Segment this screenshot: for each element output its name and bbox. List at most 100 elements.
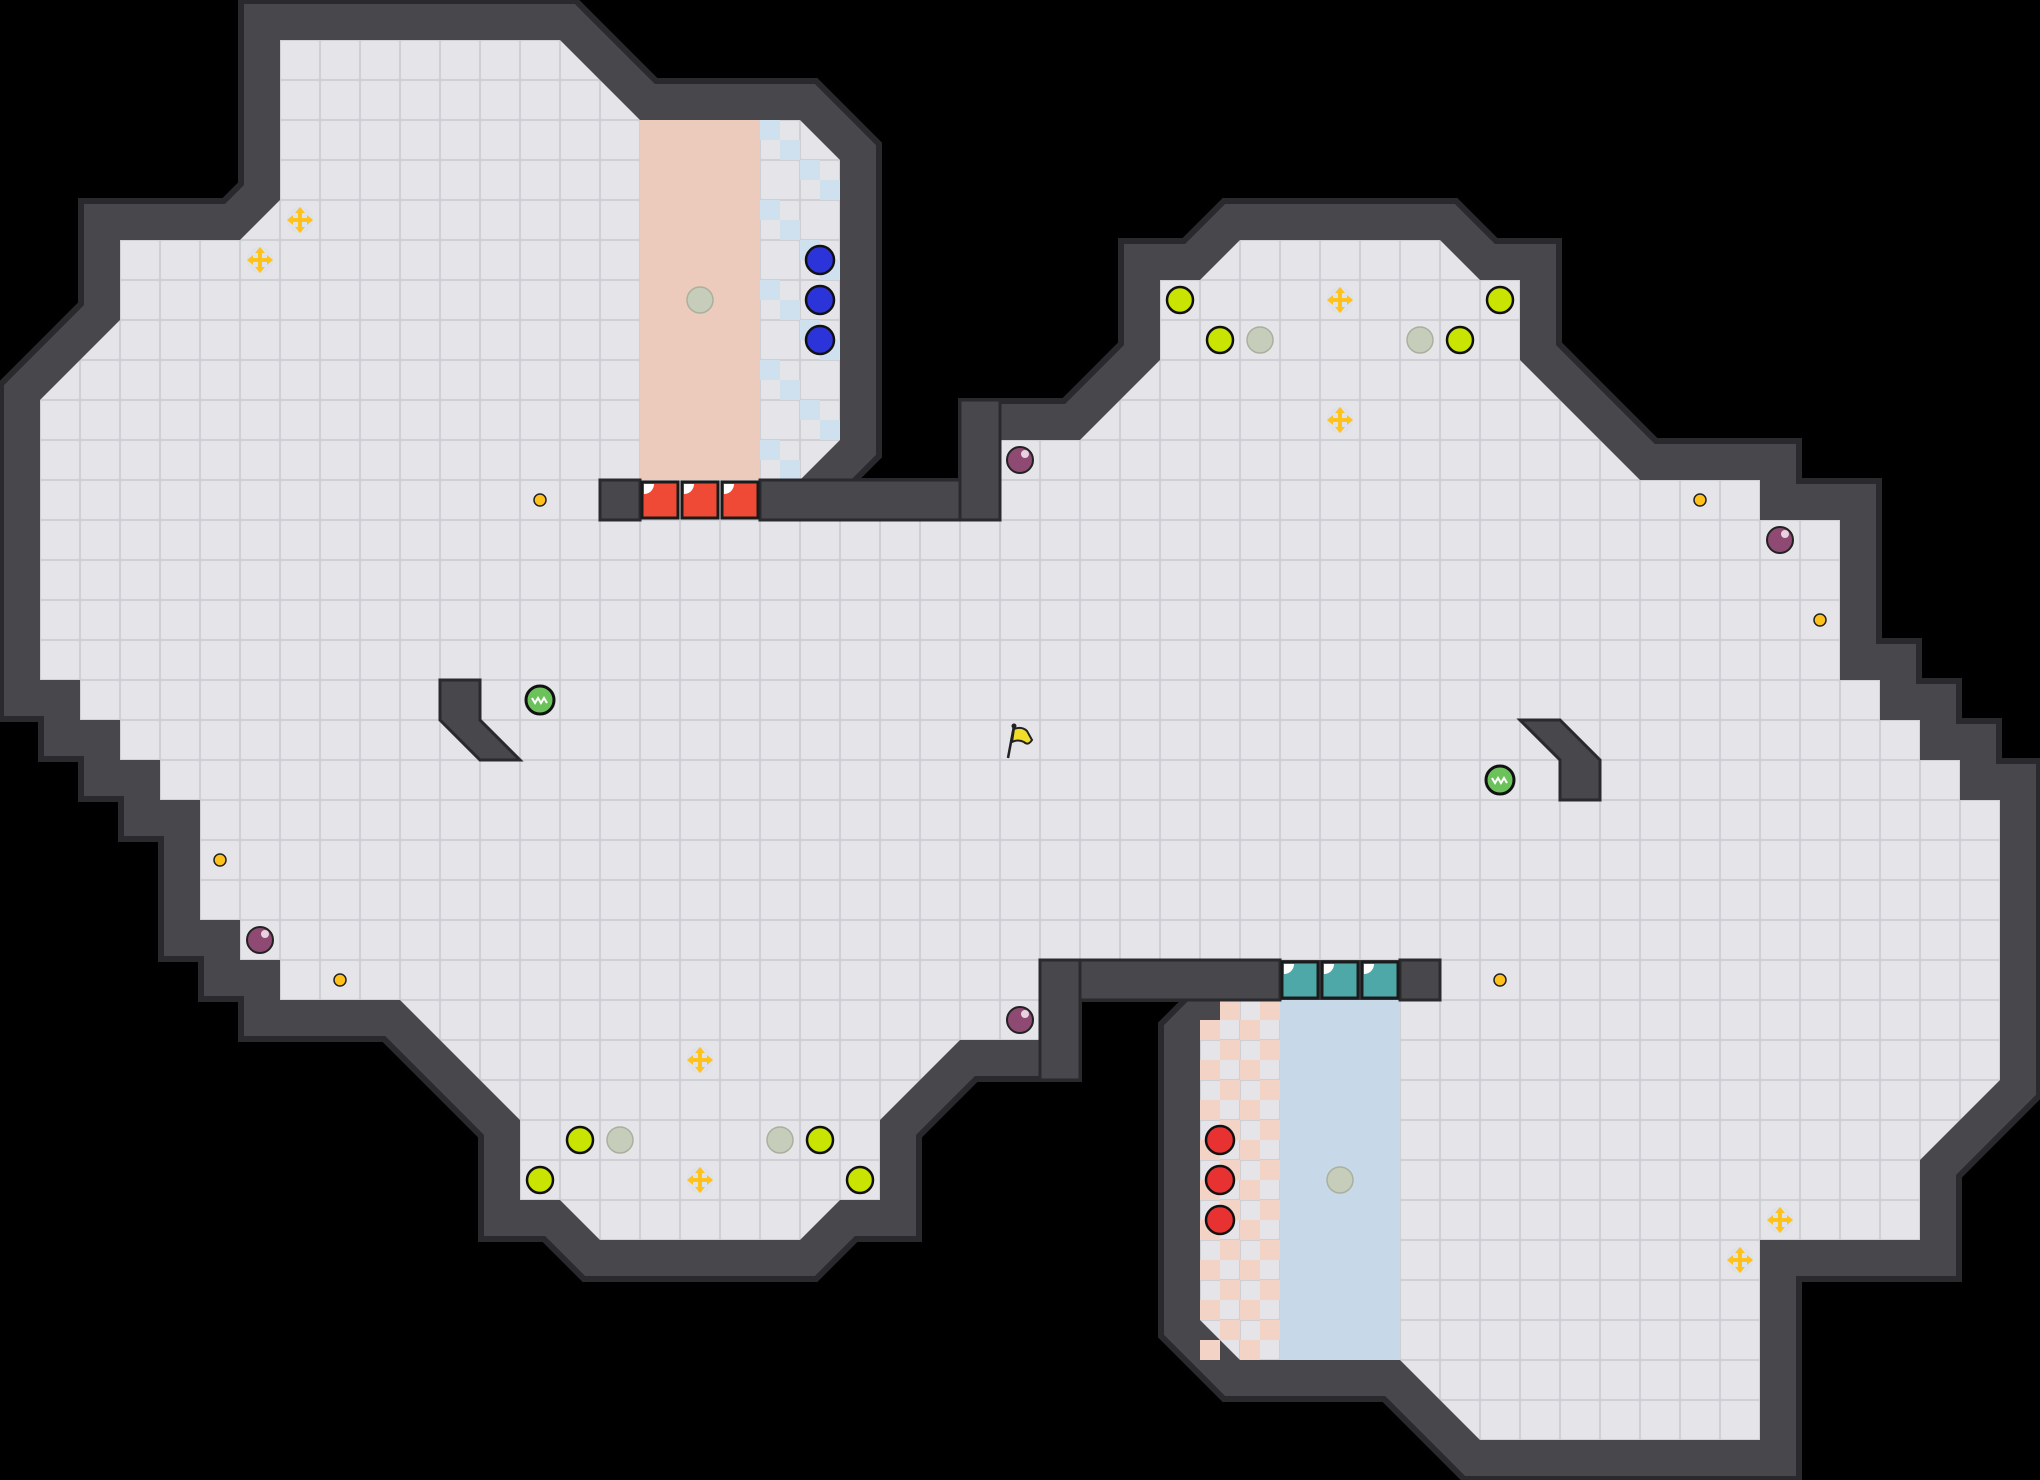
red-gate xyxy=(720,480,760,520)
red-endzone-tile xyxy=(720,360,760,400)
red-team-ball xyxy=(1204,1124,1236,1156)
blue-endzone-tile xyxy=(1360,1280,1400,1320)
blue-endzone-tile xyxy=(1320,1280,1360,1320)
boost-icon xyxy=(1327,407,1353,433)
red-checker-tile xyxy=(1260,1240,1280,1260)
map-items xyxy=(213,207,1827,1273)
red-endzone-tile xyxy=(640,440,680,480)
blue-endzone-tile xyxy=(1360,1200,1400,1240)
bomb-icon xyxy=(1006,1006,1034,1034)
red-endzone-tile xyxy=(640,200,680,240)
blue-endzone-tile xyxy=(1360,1000,1400,1040)
blue-checker-tile xyxy=(820,180,840,200)
button-active xyxy=(805,1125,835,1155)
red-checker-tile xyxy=(1240,1100,1260,1120)
wall-segment xyxy=(1038,958,1082,1082)
button-inactive xyxy=(686,286,714,314)
bomb-icon xyxy=(1006,446,1034,474)
blue-endzone-tile xyxy=(1280,1040,1320,1080)
blue-gate xyxy=(1360,960,1400,1000)
red-checker-tile xyxy=(1240,1220,1260,1240)
red-checker-tile xyxy=(1200,1060,1220,1080)
blue-endzone-tile xyxy=(1320,1200,1360,1240)
red-endzone-tile xyxy=(680,360,720,400)
wall-block xyxy=(598,478,642,522)
blue-endzone-tile xyxy=(1320,1080,1360,1120)
red-checker-tile xyxy=(1260,1320,1280,1340)
speed-pad-dot xyxy=(213,853,227,867)
blue-checker-tile xyxy=(760,280,780,300)
red-endzone-tile xyxy=(720,160,760,200)
red-gate xyxy=(640,480,680,520)
red-checker-tile xyxy=(1260,1080,1280,1100)
red-checker-tile xyxy=(1200,1260,1220,1280)
boost-icon xyxy=(687,1047,713,1073)
blue-endzone-tile xyxy=(1280,1320,1320,1360)
red-checker-tile xyxy=(1240,1140,1260,1160)
red-checker-tile xyxy=(1200,1340,1220,1360)
blue-endzone-tile xyxy=(1360,1120,1400,1160)
boost-icon xyxy=(1327,287,1353,313)
button-active xyxy=(1445,325,1475,355)
blue-checker-tile xyxy=(800,400,820,420)
wall-block xyxy=(1398,958,1442,1002)
button-inactive xyxy=(606,1126,634,1154)
speed-pad-dot xyxy=(1693,493,1707,507)
boost-icon xyxy=(247,247,273,273)
blue-team-ball xyxy=(804,284,836,316)
team-zones xyxy=(640,120,1400,1360)
blue-endzone-tile xyxy=(1360,1320,1400,1360)
blue-endzone-tile xyxy=(1360,1040,1400,1080)
red-team-ball xyxy=(1204,1204,1236,1236)
red-endzone-tile xyxy=(720,120,760,160)
button-active xyxy=(565,1125,595,1155)
blue-checker-tile xyxy=(760,120,780,140)
inner-walls xyxy=(438,398,1602,1082)
blue-endzone-tile xyxy=(1360,1240,1400,1280)
grip-powerup-icon xyxy=(524,684,556,716)
button-active xyxy=(1205,325,1235,355)
button-active xyxy=(845,1165,875,1195)
blue-endzone-tile xyxy=(1280,1000,1320,1040)
button-active xyxy=(525,1165,555,1195)
red-checker-tile xyxy=(1200,1300,1220,1320)
red-endzone-tile xyxy=(640,400,680,440)
red-checker-tile xyxy=(1260,1000,1280,1020)
red-checker-tile xyxy=(1240,1060,1260,1080)
speed-pad-dot xyxy=(533,493,547,507)
blue-checker-tile xyxy=(760,440,780,460)
bomb-icon xyxy=(1766,526,1794,554)
red-team-ball xyxy=(1204,1164,1236,1196)
blue-endzone-tile xyxy=(1360,1080,1400,1120)
red-checker-tile xyxy=(1200,1020,1220,1040)
blue-checker-tile xyxy=(820,420,840,440)
blue-endzone-tile xyxy=(1320,1040,1360,1080)
red-endzone-tile xyxy=(680,120,720,160)
red-checker-tile xyxy=(1260,1040,1280,1060)
boost-icon xyxy=(687,1167,713,1193)
red-endzone-tile xyxy=(640,120,680,160)
red-checker-tile xyxy=(1220,1080,1240,1100)
red-checker-tile xyxy=(1260,1160,1280,1180)
blue-endzone-tile xyxy=(1280,1240,1320,1280)
blue-endzone-tile xyxy=(1320,1000,1360,1040)
blue-endzone-tile xyxy=(1320,1320,1360,1360)
red-checker-tile xyxy=(1240,1340,1260,1360)
bomb-icon xyxy=(246,926,274,954)
diagonal-wall xyxy=(438,678,524,762)
red-checker-tile xyxy=(1220,1240,1240,1260)
red-checker-tile xyxy=(1220,1000,1240,1020)
diagonal-wall xyxy=(1516,718,1602,802)
button-active xyxy=(1165,285,1195,315)
boost-icon xyxy=(1727,1247,1753,1273)
button-inactive xyxy=(1406,326,1434,354)
wall-segment xyxy=(958,398,1002,522)
boost-icon xyxy=(1767,1207,1793,1233)
speed-pad-dot xyxy=(1813,613,1827,627)
red-checker-tile xyxy=(1200,1100,1220,1120)
blue-gate xyxy=(1280,960,1320,1000)
button-inactive xyxy=(1326,1166,1354,1194)
blue-team-ball xyxy=(804,244,836,276)
yellow-flag-icon xyxy=(1006,723,1034,759)
